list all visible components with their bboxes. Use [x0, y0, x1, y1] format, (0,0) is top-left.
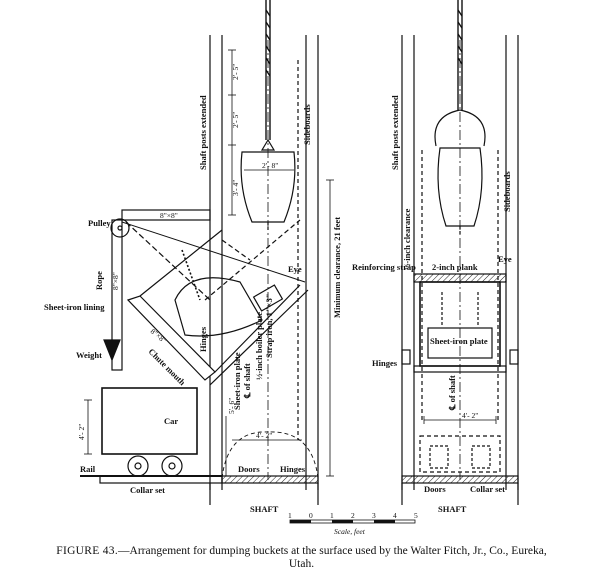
label-weight: Weight	[76, 350, 102, 360]
label-boiler-plate: ½-inch boiler plate	[254, 312, 264, 380]
label-hinges-bottom: Hinges	[280, 464, 306, 474]
label-eye-left: Eye	[288, 264, 302, 274]
figure-caption: FIGURE 43.—Arrangement for dumping bucke…	[0, 545, 603, 571]
label-sheet-iron-plate-left: Sheet-iron plate	[232, 352, 242, 410]
label-collar-set-right: Collar set	[470, 484, 505, 494]
scale-tick-0: 1	[288, 511, 292, 520]
label-sideboards-left: Sideboards	[302, 104, 312, 145]
right-elevation-view	[401, 0, 519, 505]
right-lower-shaft	[419, 416, 501, 473]
scale-tick-4: 3	[372, 511, 376, 520]
right-hoist-rope	[457, 0, 463, 110]
right-bucket	[434, 109, 486, 236]
left-counterweight-rope	[111, 221, 306, 338]
label-sideboards-right: Sideboards	[502, 171, 512, 212]
label-doors-right: Doors	[424, 484, 446, 494]
left-hoist-rope	[265, 0, 271, 140]
label-doors-left: Doors	[238, 464, 260, 474]
scale-tick-5: 4	[393, 511, 397, 520]
pulley	[110, 218, 130, 238]
left-bucket	[240, 138, 296, 232]
left-vertical-dims	[228, 49, 294, 216]
dim-post: 8"×8"	[111, 272, 120, 290]
label-reinforcing-strap: Reinforcing strap	[352, 262, 416, 272]
left-rail	[80, 475, 223, 484]
left-bucket-dumping	[174, 249, 284, 337]
scale-tick-3: 2	[351, 511, 355, 520]
label-sheet-iron-lining: Sheet-iron lining	[44, 302, 105, 312]
left-elevation-view	[80, 0, 334, 505]
right-collar	[401, 475, 519, 484]
label-shaft-posts-right: Shaft posts extended	[390, 95, 400, 170]
dim-2-8: 2'- 8"	[262, 161, 278, 170]
label-rail: Rail	[80, 464, 96, 474]
left-car	[84, 387, 198, 477]
caption-text: —Arrangement for dumping buckets at the …	[118, 545, 547, 557]
label-hinges-right: Hinges	[372, 358, 398, 368]
label-collar-set-left: Collar set	[130, 485, 165, 495]
dim-5-6: 5'- 6"	[227, 398, 236, 414]
label-shaft-left: SHAFT	[250, 504, 279, 514]
label-rope: Rope	[94, 271, 104, 290]
label-clearance: ½-inch clearance	[402, 208, 412, 270]
dim-4-2-shaft: 4'- 2"	[256, 431, 272, 440]
label-min-clearance: Minimum clearance, 21 feet	[332, 217, 342, 318]
right-dump-frame	[401, 273, 519, 373]
label-center-shaft-right: ℄ of shaft	[447, 375, 457, 411]
label-strap-iron: Strap iron, 1"×3"	[264, 294, 274, 358]
label-pulley: Pulley	[88, 218, 111, 228]
label-car: Car	[164, 416, 178, 426]
left-view-labels: Pulley Rope Sheet-iron lining Weight Car…	[44, 64, 342, 514]
scale-bar: 1 0 1 2 3 4 5 Scale, feet	[288, 511, 418, 536]
right-shaft-post-a	[401, 35, 415, 490]
dim-3-4: 3'- 4"	[231, 180, 240, 196]
dim-4-2-car: 4'- 2"	[77, 424, 86, 440]
left-doors	[221, 431, 319, 479]
scale-label: Scale, feet	[334, 527, 366, 536]
label-hinges-left: Hinges	[198, 326, 208, 352]
counterweight	[103, 339, 121, 362]
left-shaft-post-b	[305, 35, 319, 490]
left-top-beam	[110, 209, 211, 371]
right-shaft-post-b	[505, 35, 519, 490]
left-shaft-post-a	[209, 35, 223, 490]
label-plank: 2-inch plank	[432, 262, 478, 272]
dim-2-5-b: 2'- 5"	[231, 112, 240, 128]
left-collar	[221, 475, 319, 484]
scale-tick-1: 0	[309, 511, 313, 520]
scale-tick-6: 5	[414, 511, 418, 520]
label-sheet-iron-plate-right: Sheet-iron plate	[430, 336, 488, 346]
right-view-labels: Shaft posts extended Sideboards ½-inch c…	[352, 95, 512, 514]
dim-beam: 8"×8"	[160, 211, 178, 220]
dim-2-5-a: 2'- 5"	[231, 64, 240, 80]
label-shaft-right: SHAFT	[438, 504, 467, 514]
min-clearance-dim	[326, 179, 334, 477]
left-chute	[125, 219, 309, 386]
dim-right-width: 4'- 2"	[462, 411, 478, 420]
label-eye-right: Eye	[498, 254, 512, 264]
scale-tick-2: 1	[330, 511, 334, 520]
caption-figure-number: FIGURE 43.	[56, 545, 119, 557]
caption-line2: Utah.	[288, 558, 315, 570]
label-center-shaft-left: ℄ of shaft	[242, 363, 252, 399]
label-shaft-posts-left: Shaft posts extended	[198, 95, 208, 170]
